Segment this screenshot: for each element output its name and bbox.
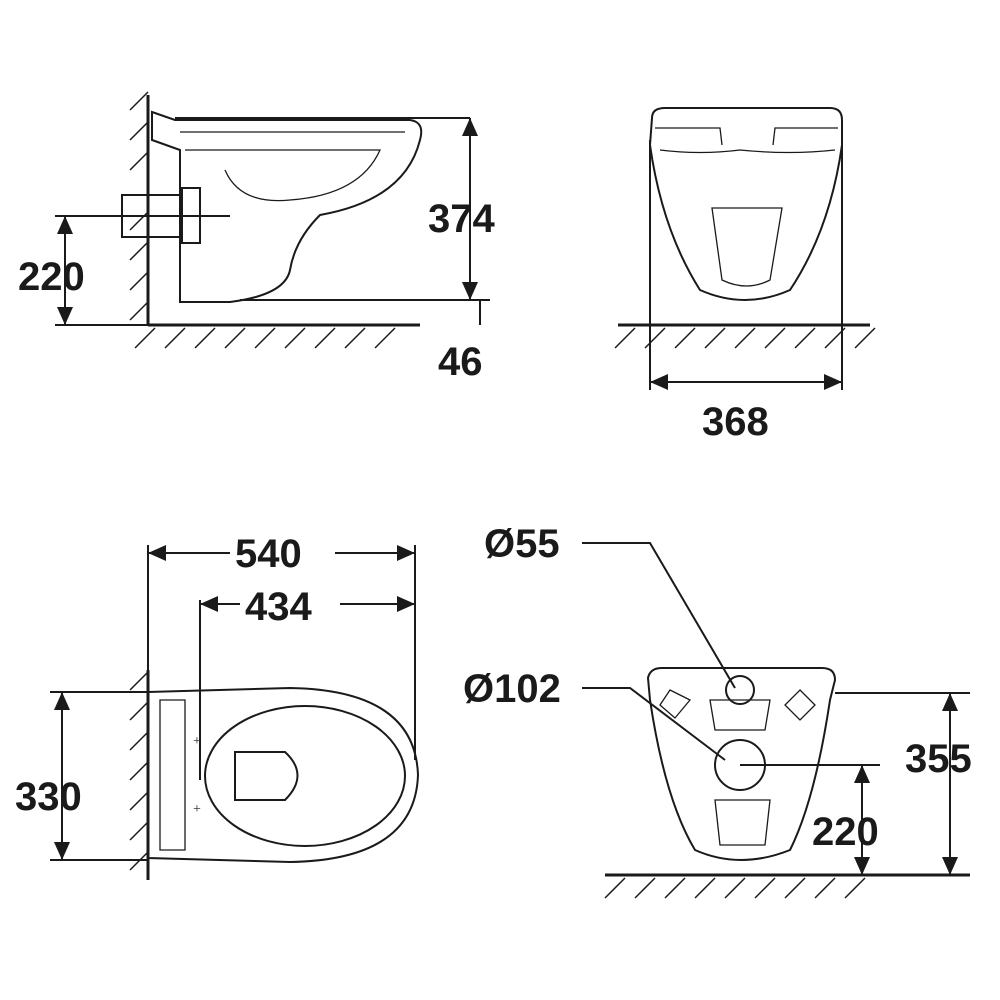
top-view: + + 540 434 330 bbox=[15, 532, 420, 880]
top-height-label: 355 bbox=[905, 737, 972, 781]
floor-hatch bbox=[134, 327, 396, 349]
outlet-height-label: 220 bbox=[18, 255, 85, 299]
side-view: 374 220 46 bbox=[18, 91, 495, 384]
rear-view: Ø55 Ø102 355 220 bbox=[463, 522, 972, 899]
inlet-diameter-label: Ø55 bbox=[484, 522, 560, 566]
inlet-hole bbox=[725, 675, 755, 705]
outlet-diameter-label: Ø102 bbox=[463, 667, 561, 711]
wall-hatch bbox=[129, 91, 149, 321]
fixing-point: + bbox=[193, 802, 201, 817]
width-label: 368 bbox=[702, 400, 769, 444]
bowl-front-outline bbox=[648, 107, 843, 301]
outlet-height-label: 220 bbox=[812, 810, 879, 854]
leader-inlet bbox=[582, 542, 736, 689]
floor-hatch bbox=[614, 327, 876, 349]
rear-view-details bbox=[659, 689, 816, 846]
bowl-top-outline bbox=[147, 686, 420, 864]
seat-hinge-area bbox=[159, 699, 186, 851]
seat-outline bbox=[204, 705, 406, 847]
bowl-front-inner bbox=[655, 127, 838, 287]
width-label: 330 bbox=[15, 775, 82, 819]
leader-outlet bbox=[582, 687, 726, 761]
bowl-opening bbox=[234, 751, 299, 801]
fixing-point: + bbox=[193, 734, 201, 749]
wall-hatch bbox=[129, 671, 149, 871]
bowl-rear-outline bbox=[646, 667, 837, 861]
floor-hatch bbox=[604, 877, 866, 899]
height-label: 374 bbox=[428, 197, 495, 241]
bowl-side-outline bbox=[151, 110, 423, 303]
fixing-length-label: 434 bbox=[245, 585, 312, 629]
length-label: 540 bbox=[235, 532, 302, 576]
bowl-side-inner bbox=[180, 131, 405, 202]
floor-gap-label: 46 bbox=[438, 340, 483, 384]
front-view: 368 bbox=[614, 107, 876, 444]
